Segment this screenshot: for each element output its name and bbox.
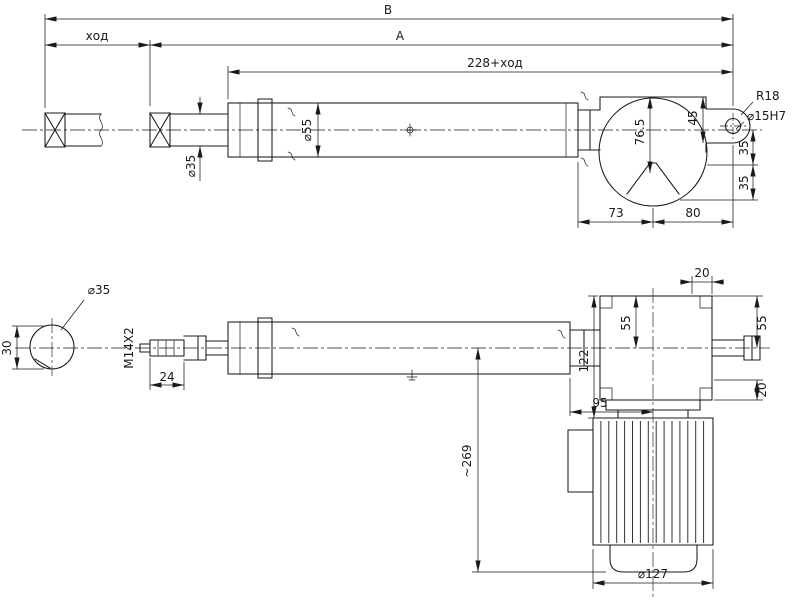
mount-clamp — [257, 317, 273, 379]
motor-body — [592, 417, 714, 546]
dim-label-55-gearbox: 55 — [619, 315, 633, 330]
top-view-dimensions: B ход A 228+ход ⌀55 ⌀35 76.5 45 R18 ⌀15H… — [44, 3, 786, 228]
cylinder-body — [227, 98, 579, 162]
output-shaft — [711, 335, 761, 361]
cylinder-body-plan — [227, 317, 601, 381]
dim-label-95: 95 — [592, 396, 607, 410]
mount-clamp — [257, 98, 273, 162]
extension-lines — [44, 14, 758, 228]
threaded-rod-tip — [139, 335, 229, 361]
top-view: B ход A 228+ход ⌀55 ⌀35 76.5 45 R18 ⌀15H… — [22, 3, 786, 228]
cotter-pin-icon — [291, 327, 566, 339]
rod-end-section — [29, 318, 75, 376]
dim-label-20-top: 20 — [694, 266, 709, 280]
rod-end-left-piece — [44, 112, 103, 148]
thread-lines — [157, 340, 175, 356]
dim-label-dia127: ⌀127 — [638, 567, 668, 581]
motor — [567, 399, 714, 573]
dim-label-24: 24 — [159, 370, 174, 384]
corner-bosses — [599, 295, 713, 401]
dim-label-228-stroke: 228+ход — [467, 56, 523, 70]
dim-label-stroke: ход — [86, 29, 109, 43]
center-datum-mark — [406, 369, 418, 381]
dim-label-b: B — [384, 3, 392, 17]
bottom-view-dimensions: ⌀35 30 M14X2 24 20 55 122 55 20 95 ~269 … — [0, 266, 769, 589]
cotter-pin-icon — [287, 107, 296, 161]
dim-label-dia15h7: ⌀15H7 — [747, 109, 786, 123]
dim-label-dia55: ⌀55 — [300, 119, 314, 142]
break-line — [99, 113, 103, 147]
dim-label-73: 73 — [608, 206, 623, 220]
clevis-tab — [705, 108, 751, 153]
dim-label-55-shaft: 55 — [755, 315, 769, 330]
dim-label-thread: M14X2 — [122, 327, 136, 368]
worm-gear-circle — [598, 97, 708, 207]
dim-label-45: 45 — [686, 110, 700, 125]
gearbox-housing — [577, 91, 751, 207]
dim-label-80: 80 — [685, 206, 700, 220]
flat-chord — [34, 358, 51, 369]
dim-label-30: 30 — [0, 340, 14, 355]
terminal-box — [567, 429, 594, 493]
dim-label-122: 122 — [577, 350, 591, 373]
leader-lines — [735, 101, 754, 130]
dim-label-dia35: ⌀35 — [88, 283, 111, 297]
leader-lines — [60, 299, 85, 331]
cooling-fins — [598, 421, 708, 543]
bottom-view: ⌀35 30 M14X2 24 20 55 122 55 20 95 ~269 … — [0, 266, 770, 600]
dim-label-35-lower: 35 — [737, 175, 751, 190]
gearbox-plan — [599, 295, 761, 401]
v-notch — [626, 162, 680, 195]
dim-label-76-5: 76.5 — [633, 119, 647, 146]
dim-label-r18: R18 — [756, 89, 780, 103]
dim-label-35-upper: 35 — [737, 140, 751, 155]
center-mark-icon — [403, 123, 417, 137]
dim-label-a: A — [396, 29, 405, 43]
cotter-pin-icon — [580, 91, 589, 167]
dim-label-dia35: ⌀35 — [184, 155, 198, 178]
dim-label-20-shaft: 20 — [755, 382, 769, 397]
motor-end-cap — [609, 544, 698, 573]
dim-label-269: ~269 — [460, 445, 474, 478]
